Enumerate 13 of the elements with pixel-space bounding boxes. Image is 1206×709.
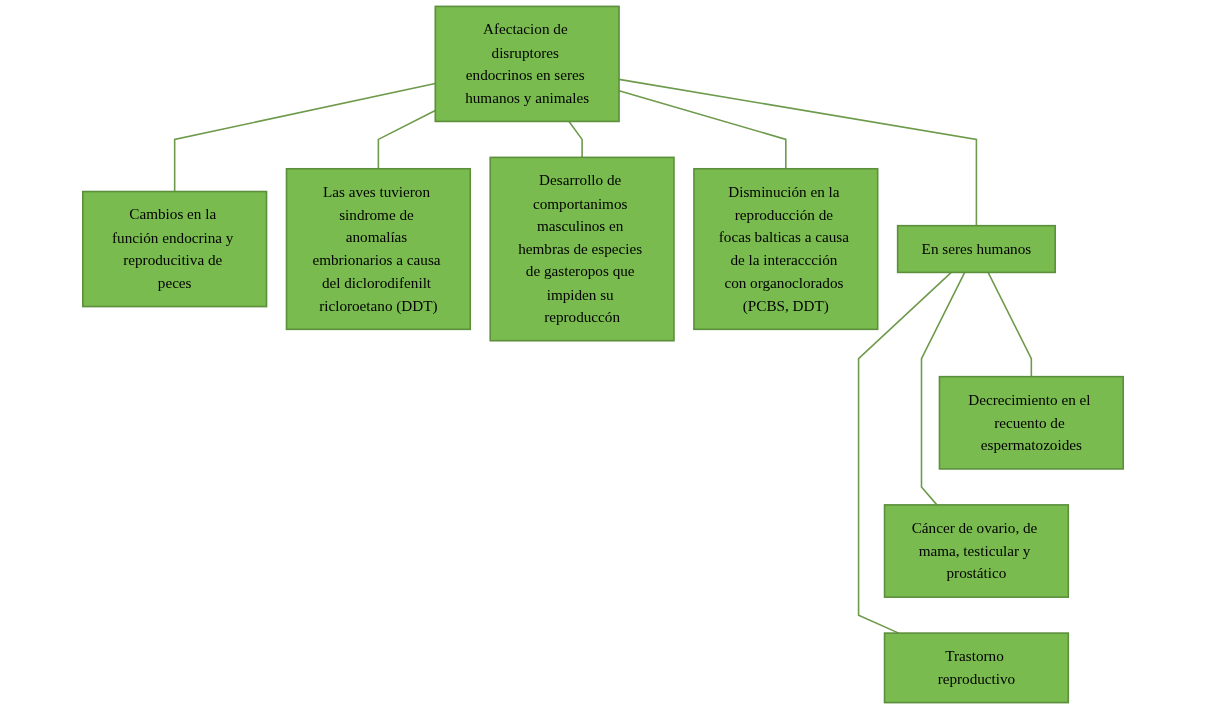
connector xyxy=(920,271,966,506)
connector xyxy=(857,271,953,634)
node-box: En seres humanos xyxy=(896,224,1056,274)
node-box: Afectacion de disruptores endocrinos en seres humanos y animales xyxy=(434,5,620,123)
node-box: Desarrollo de comportanimos masculinos en hembras de especies de gasteropos que impiden su reproduccón xyxy=(489,156,675,342)
node-box: Cambios en la función endocrina y reproducitiva de peces xyxy=(82,190,268,308)
connector xyxy=(987,271,1033,378)
node-box: Las aves tuvieron sindrome de anomalías embrionarios a causa del diclorodifenilt ricloroetano (DDT) xyxy=(285,167,472,331)
node-box: Disminución en la reproducción de focas balticas a causa de la interaccción con organoclorados (PCBS, DDT) xyxy=(693,167,879,331)
node-box: Trastorno reproductivo xyxy=(883,632,1070,704)
node-box: Cáncer de ovario, de mama, testicular y prostático xyxy=(883,504,1070,598)
connector xyxy=(568,120,583,159)
node-box: Decrecimiento en el recuento de espermatozoides xyxy=(938,375,1124,470)
